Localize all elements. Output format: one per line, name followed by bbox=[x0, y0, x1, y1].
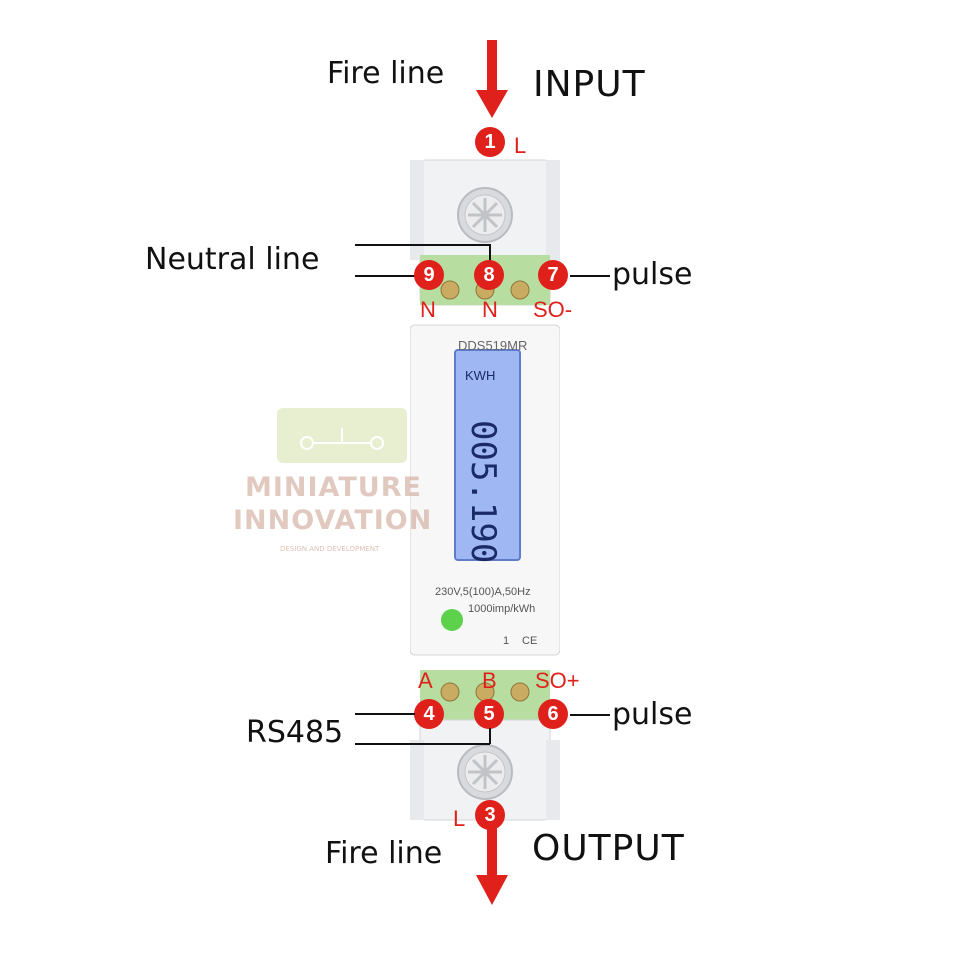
output-arrow-icon bbox=[476, 825, 508, 905]
pulse-bottom-connector-line bbox=[570, 714, 610, 716]
terminal-badge-6: 6 bbox=[538, 699, 568, 729]
pulse-top-label: pulse bbox=[612, 257, 693, 292]
meter-body bbox=[410, 159, 560, 821]
terminal-tag-6: SO+ bbox=[535, 668, 580, 693]
spec-rating: 230V,5(100)A,50Hz bbox=[435, 586, 531, 598]
terminal-tag-4: A bbox=[418, 668, 433, 693]
watermark-line2: INNOVATION bbox=[233, 505, 433, 536]
fire-line-top-label: Fire line bbox=[327, 56, 445, 91]
rs485-connector-drop bbox=[489, 728, 491, 744]
neutral-connector-line bbox=[355, 244, 490, 246]
terminal-badge-3: 3 bbox=[475, 800, 505, 830]
terminal-badge-7: 7 bbox=[538, 260, 568, 290]
neutral-connector-drop bbox=[489, 244, 491, 262]
rs485-label: RS485 bbox=[246, 715, 344, 750]
spec-impulse: 1000imp/kWh bbox=[468, 603, 536, 615]
lcd-reading: 005.190 bbox=[463, 420, 503, 564]
output-label: OUTPUT bbox=[532, 828, 685, 869]
fire-line-bottom-label: Fire line bbox=[325, 836, 443, 871]
watermark-line3: DESIGN AND DEVELOPMENT bbox=[280, 545, 380, 553]
terminal-badge-4: 4 bbox=[414, 699, 444, 729]
class-mark: 1 bbox=[503, 635, 510, 647]
terminal-tag-1: L bbox=[514, 133, 527, 158]
terminal-badge-9: 9 bbox=[414, 260, 444, 290]
terminal-tag-5: B bbox=[482, 668, 497, 693]
input-arrow-icon bbox=[476, 40, 508, 118]
terminal-tag-8: N bbox=[482, 297, 498, 322]
terminal-badge-8: 8 bbox=[474, 260, 504, 290]
terminal-tag-7: SO- bbox=[533, 297, 573, 322]
terminal-tag-3: L bbox=[453, 806, 466, 831]
meter-model: DDS519MR bbox=[458, 338, 528, 353]
neutral-connector-line-2 bbox=[355, 275, 415, 277]
ce-mark: CE bbox=[522, 635, 538, 647]
truck-logo-icon bbox=[277, 408, 407, 463]
watermark-line1: MINIATURE bbox=[245, 472, 422, 503]
input-label: INPUT bbox=[533, 64, 646, 105]
pulse-bottom-label: pulse bbox=[612, 697, 693, 732]
terminal-tag-9: N bbox=[420, 297, 436, 322]
rs485-connector-line-2 bbox=[355, 743, 490, 745]
terminal-badge-1: 1 bbox=[475, 127, 505, 157]
energy-meter: DDS519MR KWH 005.190 230V,5(100)A,50Hz 1… bbox=[410, 140, 560, 840]
lcd-unit: KWH bbox=[465, 368, 496, 383]
rs485-connector-line bbox=[355, 713, 415, 715]
terminal-badge-5: 5 bbox=[474, 699, 504, 729]
pulse-top-connector-line bbox=[570, 275, 610, 277]
neutral-line-label: Neutral line bbox=[145, 242, 320, 277]
